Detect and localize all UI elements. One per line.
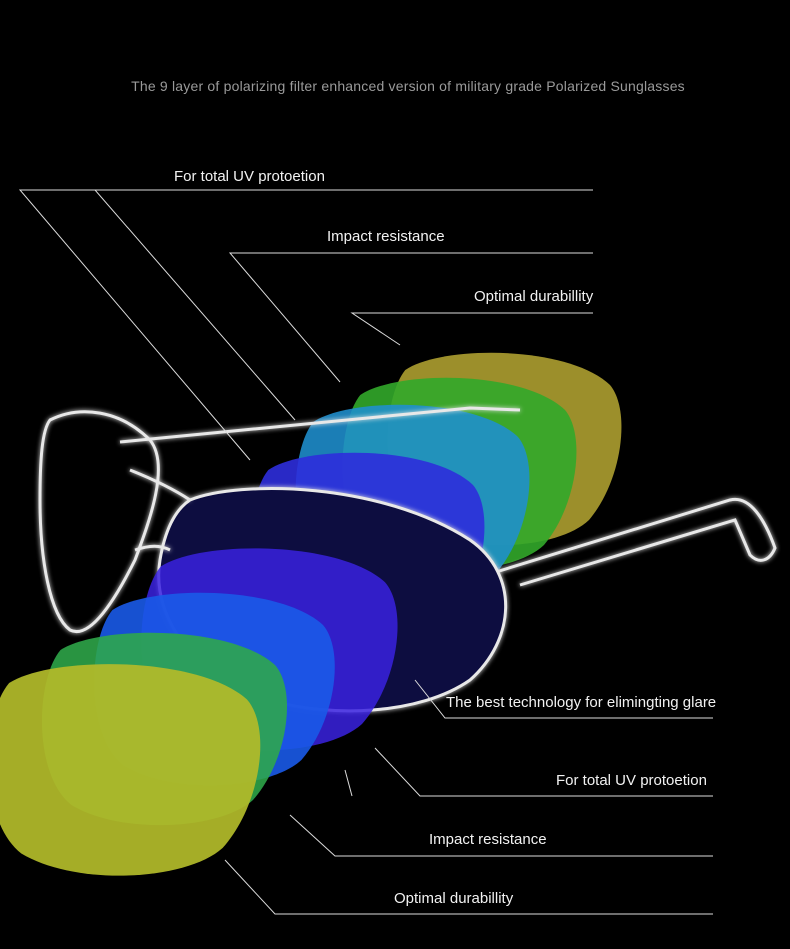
callout-durability-top: Optimal durabillity xyxy=(474,288,594,305)
headline: The 9 layer of polarizing filter enhance… xyxy=(131,78,685,94)
temple-arm-right xyxy=(469,497,777,587)
callout-impact-resistance-top: Impact resistance xyxy=(327,228,445,245)
callout-uv-protection-bottom: For total UV protoetion xyxy=(556,772,707,789)
callout-impact-resistance-bottom: Impact resistance xyxy=(429,831,547,848)
temple-arm-top xyxy=(119,406,521,444)
frame-bridge xyxy=(129,468,191,552)
leader-lines-bottom xyxy=(224,679,713,915)
frame-left xyxy=(38,410,160,634)
callout-uv-protection-top: For total UV protoetion xyxy=(174,168,325,185)
callout-glare: The best technology for elimingting glar… xyxy=(446,694,717,711)
callout-durability-bottom: Optimal durabillity xyxy=(394,890,514,907)
leader-lines-top xyxy=(18,189,593,461)
lens-layer-8 xyxy=(0,664,261,876)
